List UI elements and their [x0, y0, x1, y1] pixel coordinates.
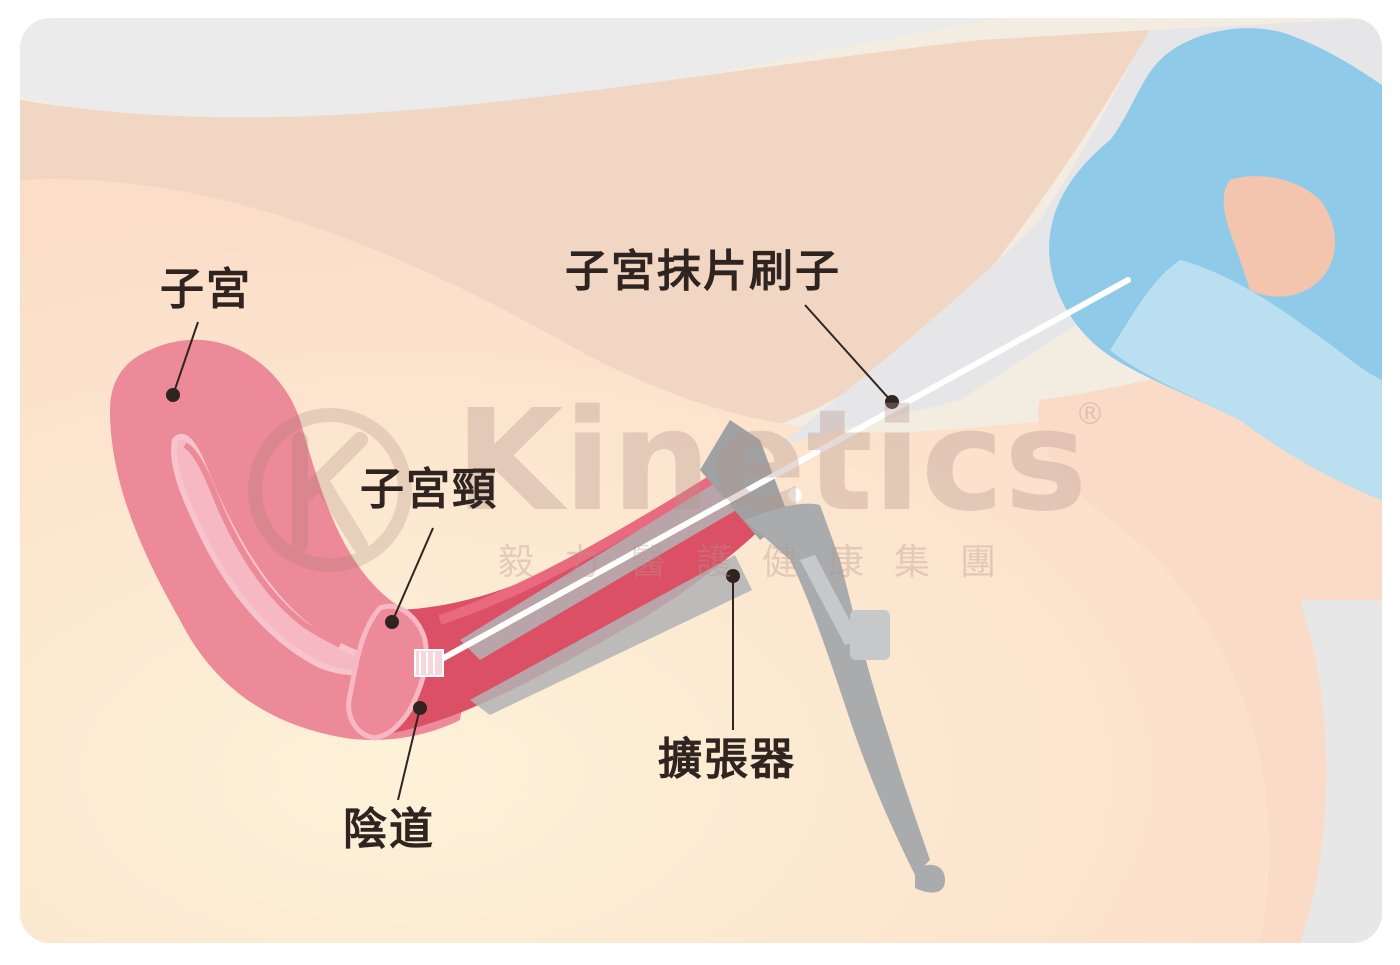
speculum-neck	[700, 420, 790, 540]
watermark-registered: ®	[1075, 397, 1105, 432]
leader-uterus-dot	[166, 388, 180, 402]
watermark-subtitle: 毅力醫護健康集團	[498, 542, 1027, 583]
leader-lines	[166, 304, 899, 801]
glove-cuff	[1110, 260, 1382, 500]
leader-vagina-dot	[413, 701, 427, 715]
right-skin	[1038, 300, 1382, 943]
leader-uterus	[172, 321, 199, 396]
speculum-pivot	[788, 488, 802, 502]
leader-cervix-dot	[385, 615, 399, 629]
vagina-highlight	[438, 463, 733, 625]
label-smear-brush: 子宮抹片刷子	[565, 246, 841, 297]
glove-opening-skin	[1223, 176, 1335, 297]
leader-cervix	[391, 527, 434, 623]
smear-brush-handle	[437, 277, 1131, 663]
label-uterus: 子宮	[160, 264, 252, 315]
label-cervix: 子宮頸	[360, 464, 498, 515]
label-speculum: 擴張器	[658, 734, 796, 785]
leader-brush-dot	[885, 395, 899, 409]
right-edge	[1300, 600, 1382, 943]
watermark-logo	[248, 408, 412, 572]
watermark-logo-k	[292, 432, 368, 553]
speculum-lower-blade	[470, 555, 752, 715]
cavity-line	[183, 442, 342, 648]
cervix	[346, 603, 429, 741]
watermark-logo-ring	[248, 408, 412, 572]
smear-brush-head	[414, 649, 444, 677]
speculum-handle-tip	[915, 864, 945, 893]
speculum-screw	[850, 610, 890, 660]
speculum-lever	[800, 555, 860, 645]
leader-vagina	[397, 707, 421, 801]
watermark-brand: Kinetics	[455, 380, 1088, 543]
leader-speculum-dot	[726, 569, 740, 583]
label-vagina: 陰道	[343, 804, 435, 855]
leader-brush	[804, 304, 893, 403]
speculum-handle	[745, 503, 930, 875]
